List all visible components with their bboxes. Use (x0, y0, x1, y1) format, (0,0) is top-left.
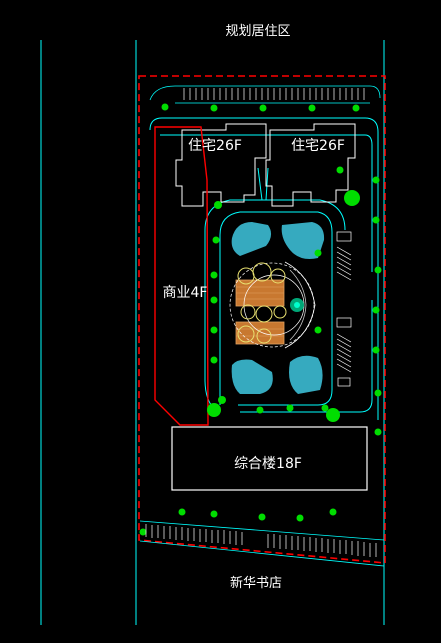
label-residential-right: 住宅26F (291, 138, 345, 154)
outer-roads (40, 40, 385, 625)
label-commercial: 商业4F (163, 285, 208, 301)
site-boundary (138, 75, 386, 564)
central-garden (229, 222, 325, 394)
trees (139, 103, 382, 536)
bottom-parking-strip (139, 520, 385, 567)
label-xinhua-bookstore: 新华书店 (230, 575, 282, 591)
commercial-building (154, 126, 209, 426)
residential-building-left (175, 123, 267, 207)
label-residential-left: 住宅26F (188, 138, 242, 154)
entrance-parking (336, 231, 352, 387)
complex-building (171, 426, 368, 491)
residential-building-right (265, 123, 356, 207)
label-complex-building: 综合楼18F (234, 456, 302, 472)
inner-road (149, 117, 379, 420)
label-planned-residential-area: 规划居住区 (225, 24, 290, 39)
top-parking-strip (149, 85, 381, 104)
